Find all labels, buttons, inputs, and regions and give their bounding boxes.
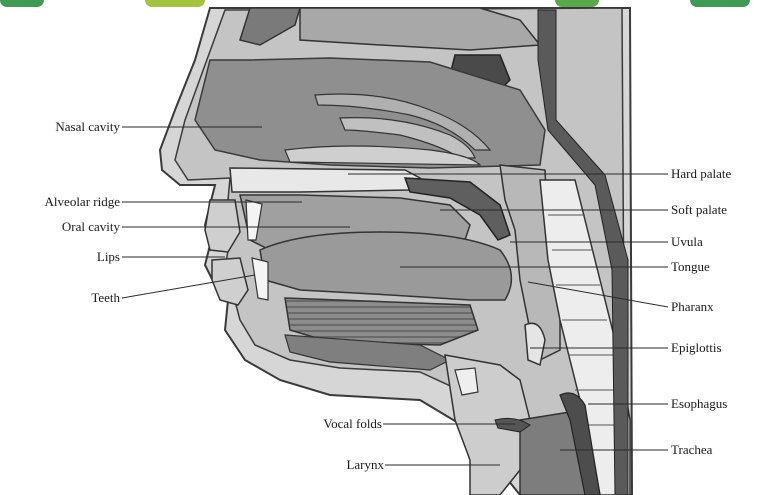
label-vocal-folds: Vocal folds xyxy=(323,417,382,431)
label-tongue: Tongue xyxy=(671,260,710,274)
label-epiglottis: Epiglottis xyxy=(671,341,722,355)
label-soft-palate: Soft palate xyxy=(671,203,727,217)
label-larynx: Larynx xyxy=(346,458,384,472)
label-hard-palate: Hard palate xyxy=(671,167,731,181)
label-nasal-cavity: Nasal cavity xyxy=(55,120,120,134)
hard-palate xyxy=(230,168,420,192)
label-alveolar-ridge: Alveolar ridge xyxy=(45,195,120,209)
label-uvula: Uvula xyxy=(671,235,703,249)
label-trachea: Trachea xyxy=(671,443,712,457)
label-teeth: Teeth xyxy=(91,291,120,305)
epiglottis xyxy=(525,323,545,365)
label-pharanx: Pharanx xyxy=(671,300,714,314)
label-oral-cavity: Oral cavity xyxy=(62,220,120,234)
label-lips: Lips xyxy=(97,250,120,264)
label-esophagus: Esophagus xyxy=(671,397,727,411)
tongue xyxy=(260,232,511,300)
